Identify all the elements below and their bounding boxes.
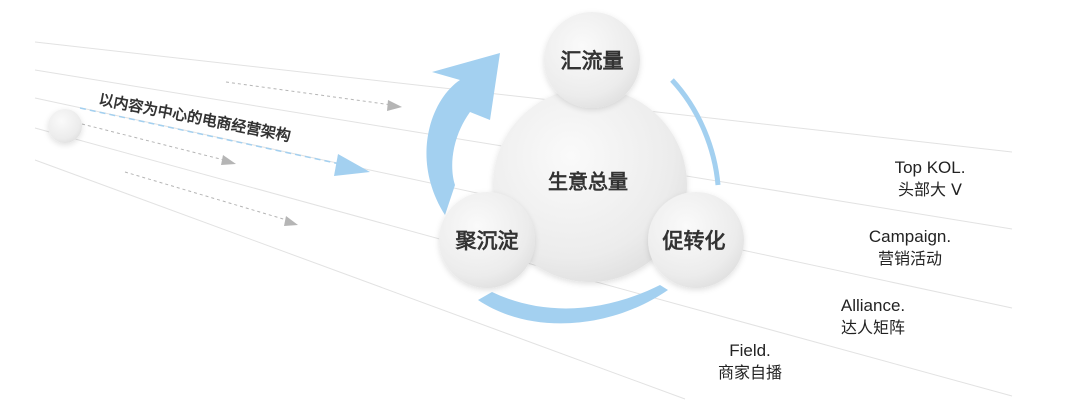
arrow-head-icon bbox=[221, 155, 236, 165]
channel-cn: 商家自播 bbox=[717, 363, 782, 382]
arrow-head-icon bbox=[387, 100, 402, 111]
left-circle bbox=[439, 192, 535, 288]
cycle-arrow-left bbox=[426, 53, 500, 215]
channel-campaign: Campaign. 营销活动 bbox=[850, 226, 970, 270]
cycle-arc-right bbox=[670, 78, 721, 186]
start-sphere bbox=[48, 109, 82, 143]
channel-cn: 头部大 V bbox=[897, 180, 963, 199]
cycle-arc-bottom bbox=[478, 285, 668, 324]
guide-line bbox=[34, 41, 1013, 153]
arrow-head-icon bbox=[284, 216, 298, 226]
dashed-arrow-line bbox=[225, 81, 393, 106]
left-circle-label: 聚沉淀 bbox=[455, 229, 520, 253]
right-circle bbox=[648, 192, 744, 288]
channel-cn: 营销活动 bbox=[877, 249, 942, 268]
blue-dashed-arrow-line bbox=[79, 107, 341, 165]
channel-en: Top KOL. bbox=[894, 158, 966, 177]
top-circle bbox=[544, 12, 640, 108]
channel-field: Field. 商家自播 bbox=[690, 340, 810, 384]
dashed-arrow-line bbox=[124, 171, 291, 222]
dashed-arrow-line bbox=[81, 123, 229, 162]
center-circle bbox=[493, 88, 687, 282]
center-label: 生意总量 bbox=[548, 170, 628, 194]
channel-en: Campaign. bbox=[868, 227, 952, 246]
channel-alliance: Alliance. 达人矩阵 bbox=[813, 295, 933, 339]
top-circle-label: 汇流量 bbox=[561, 49, 624, 73]
right-circle-label: 促转化 bbox=[662, 229, 726, 253]
blue-arrow-head-icon bbox=[334, 154, 370, 176]
channel-en: Field. bbox=[729, 341, 771, 360]
channel-en: Alliance. bbox=[840, 296, 906, 315]
channel-cn: 达人矩阵 bbox=[840, 318, 905, 337]
guide-line bbox=[34, 159, 686, 400]
channel-top-kol: Top KOL. 头部大 V bbox=[870, 157, 990, 201]
